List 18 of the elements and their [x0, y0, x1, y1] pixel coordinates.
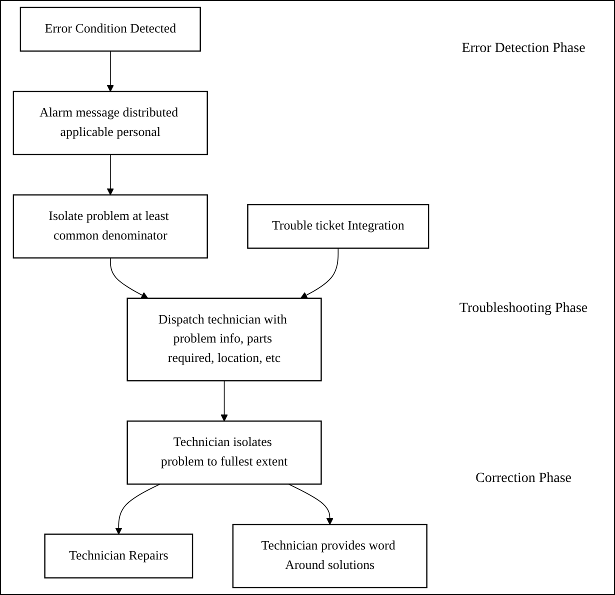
- arrow: [288, 484, 334, 525]
- phase-label: Correction Phase: [474, 471, 573, 487]
- arrow: [220, 380, 228, 422]
- node-box: Alarm message distributed applicable personal: [12, 90, 208, 156]
- node-box: Technician isolates problem to fullest extent: [126, 420, 322, 485]
- arrow: [115, 484, 160, 535]
- node-box: Error Condition Detected: [20, 6, 201, 52]
- phase-label: Error Detection Phase: [460, 41, 586, 57]
- arrow: [300, 248, 339, 299]
- node-box: Technician provides word Around solutions: [232, 524, 428, 588]
- node-box: Dispatch technician with problem info, parts required, location, etc: [126, 298, 322, 382]
- node-box: Trouble ticket Integration: [247, 204, 430, 249]
- node-box: Isolate problem at least common denominator: [12, 194, 208, 259]
- node-box: Technician Repairs: [44, 534, 194, 578]
- phase-label: Troubleshooting Phase: [458, 301, 589, 317]
- arrow: [110, 258, 148, 299]
- arrow: [106, 154, 114, 196]
- arrow: [106, 50, 114, 92]
